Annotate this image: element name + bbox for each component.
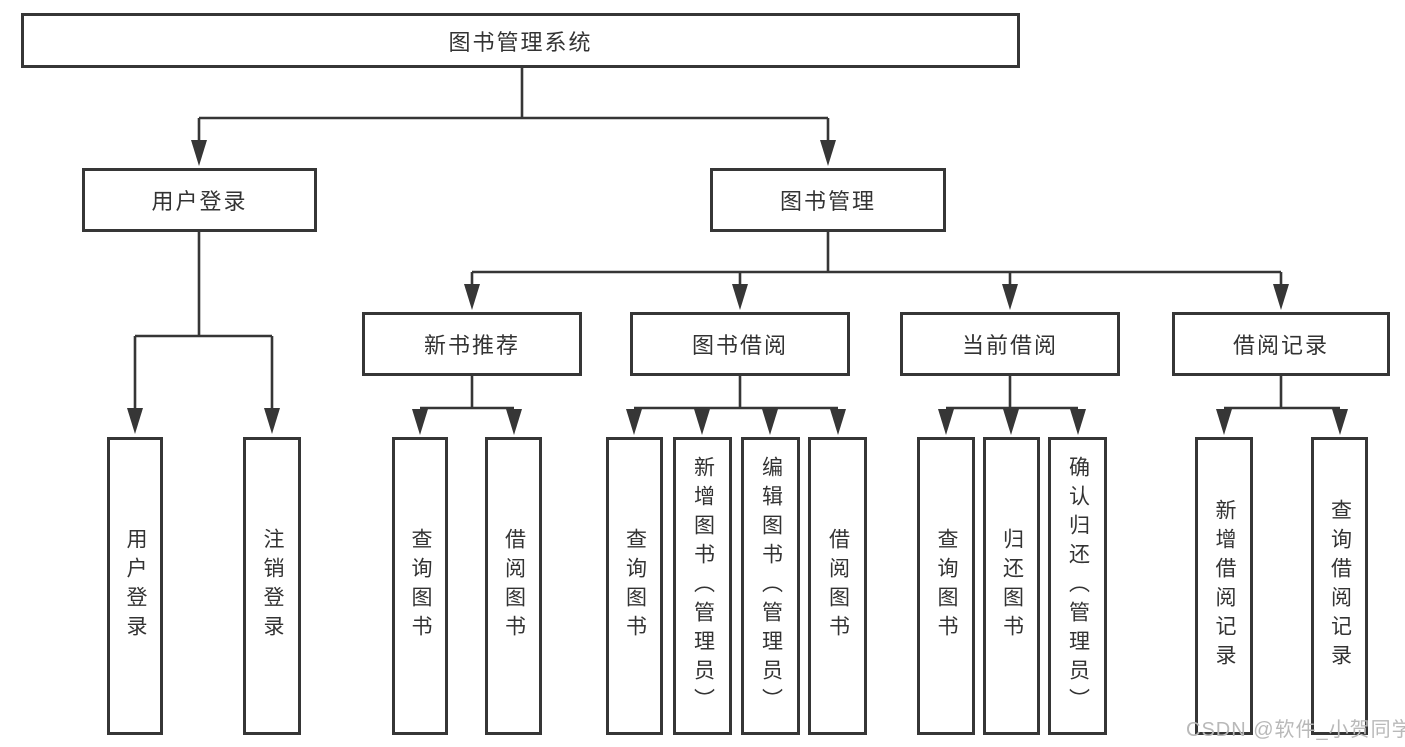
leaf-query-borrow-record: 查询借阅记录 [1311,437,1368,735]
node-library-management-system: 图书管理系统 [21,13,1020,68]
leaf-query-books-recommend: 查询图书 [392,437,448,735]
leaf-query-books-current: 查询图书 [917,437,975,735]
leaf-borrow-books-recommend: 借阅图书 [485,437,542,735]
node-book-management: 图书管理 [710,168,946,232]
node-user-login: 用户登录 [82,168,317,232]
leaf-edit-books-admin: 编辑图书（管理员） [741,437,800,735]
leaf-add-borrow-record: 新增借阅记录 [1195,437,1253,735]
leaf-query-books-borrow: 查询图书 [606,437,663,735]
csdn-watermark: CSDN @软件_小贺同学 [1186,719,1405,741]
node-new-book-recommend: 新书推荐 [362,312,582,376]
leaf-user-login: 用户登录 [107,437,163,735]
leaf-borrow-books: 借阅图书 [808,437,867,735]
leaf-add-books-admin: 新增图书（管理员） [673,437,732,735]
node-book-borrow: 图书借阅 [630,312,850,376]
leaf-logout: 注销登录 [243,437,301,735]
node-borrow-records: 借阅记录 [1172,312,1390,376]
leaf-confirm-return-admin: 确认归还（管理员） [1048,437,1107,735]
node-current-borrow: 当前借阅 [900,312,1120,376]
leaf-return-books: 归还图书 [983,437,1040,735]
